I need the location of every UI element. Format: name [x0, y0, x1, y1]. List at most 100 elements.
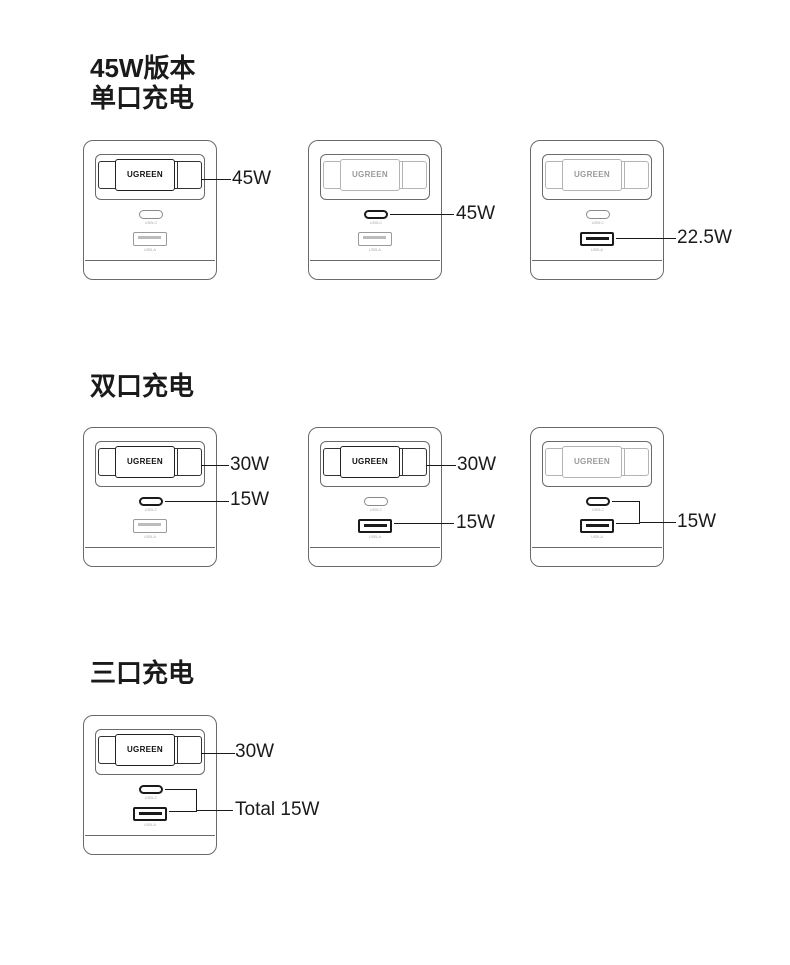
cable-divider: [624, 449, 625, 475]
usbc-bracket-top: [165, 789, 197, 790]
cable-brand-label: UGREEN: [562, 446, 622, 478]
title-45w-version: 45W版本: [90, 53, 196, 83]
usb-a-label: USB-A: [590, 534, 604, 539]
usb-a-label: USB-A: [143, 822, 157, 827]
usb-a-port: [358, 232, 392, 246]
usb-a-label: USB-A: [143, 534, 157, 539]
usbc-leader-line: [165, 501, 229, 502]
usb-a-port: [580, 519, 614, 533]
combined-power-label: 15W: [677, 511, 717, 532]
bracket-vertical: [639, 501, 640, 523]
built-in-cable: UGREEN: [98, 159, 202, 191]
usb-a-tongue: [586, 237, 609, 240]
usba-bracket-bottom: [616, 523, 640, 524]
usb-a-tongue: [138, 236, 161, 239]
charger-base-line: [85, 260, 215, 261]
combined-leader-line: [640, 522, 676, 523]
charger-base-line: [85, 835, 215, 836]
bracket-vertical: [196, 789, 197, 811]
built-in-cable-bay: UGREEN: [95, 154, 205, 200]
usb-c-port: [139, 497, 163, 506]
usb-a-tongue: [363, 236, 386, 239]
combined-leader-line: [197, 810, 233, 811]
charger-base-line: [532, 547, 662, 548]
usb-a-port: [133, 232, 167, 246]
built-in-cable-bay: UGREEN: [95, 441, 205, 487]
usb-a-tongue: [586, 524, 609, 527]
usb-a-tongue: [139, 812, 162, 815]
usb-c-port: [139, 210, 163, 219]
cable-leader-line: [201, 179, 231, 180]
usb-a-tongue: [138, 523, 161, 526]
built-in-cable: UGREEN: [323, 446, 427, 478]
usbc-power-label: 15W: [230, 489, 270, 510]
usb-a-tongue: [364, 524, 387, 527]
usba-leader-line: [616, 238, 676, 239]
cable-brand-label: UGREEN: [562, 159, 622, 191]
usb-c-label: USB-C: [369, 220, 383, 225]
charger-base-line: [310, 547, 440, 548]
charger-base-line: [85, 547, 215, 548]
usb-a-port: [580, 232, 614, 246]
built-in-cable-bay: UGREEN: [542, 441, 652, 487]
charger-base-line: [310, 260, 440, 261]
built-in-cable-bay: UGREEN: [320, 441, 430, 487]
usb-c-label: USB-C: [144, 507, 158, 512]
built-in-cable: UGREEN: [545, 446, 649, 478]
cable-divider: [402, 162, 403, 188]
usb-a-label: USB-A: [590, 247, 604, 252]
title-single-port-charging: 单口充电: [90, 83, 195, 113]
usb-a-port: [358, 519, 392, 533]
usb-c-port: [586, 497, 610, 506]
usba-leader-line: [394, 523, 454, 524]
cable-brand-label: UGREEN: [115, 734, 175, 766]
usba-power-label: 15W: [456, 512, 496, 533]
cable-leader-line: [426, 465, 456, 466]
built-in-cable: UGREEN: [545, 159, 649, 191]
usb-a-label: USB-A: [368, 247, 382, 252]
usb-c-label: USB-C: [591, 220, 605, 225]
usb-c-label: USB-C: [591, 507, 605, 512]
cable-brand-label: UGREEN: [115, 446, 175, 478]
built-in-cable-bay: UGREEN: [542, 154, 652, 200]
cable-brand-label: UGREEN: [340, 446, 400, 478]
cable-leader-line: [201, 465, 229, 466]
usb-c-port: [364, 497, 388, 506]
built-in-cable: UGREEN: [323, 159, 427, 191]
usb-c-label: USB-C: [144, 795, 158, 800]
cable-divider: [402, 449, 403, 475]
built-in-cable-bay: UGREEN: [320, 154, 430, 200]
cable-divider: [624, 162, 625, 188]
usb-c-label: USB-C: [144, 220, 158, 225]
cable-leader-line: [201, 753, 235, 754]
built-in-cable: UGREEN: [98, 734, 202, 766]
cable-brand-label: UGREEN: [340, 159, 400, 191]
usb-a-port: [133, 807, 167, 821]
cable-power-label: 30W: [235, 741, 275, 762]
cable-power-label: 45W: [232, 168, 272, 189]
title-triple-port-charging: 三口充电: [90, 658, 195, 688]
usb-a-label: USB-A: [143, 247, 157, 252]
usb-a-label: USB-A: [368, 534, 382, 539]
usba-bracket-bottom: [169, 811, 197, 812]
usbc-leader-line: [390, 214, 454, 215]
combined-power-label: Total 15W: [235, 799, 320, 820]
usb-c-port: [139, 785, 163, 794]
cable-divider: [177, 449, 178, 475]
usb-a-port: [133, 519, 167, 533]
cable-power-label: 30W: [230, 454, 270, 475]
usb-c-label: USB-C: [369, 507, 383, 512]
usb-c-port: [364, 210, 388, 219]
usba-power-label: 22.5W: [677, 227, 732, 248]
built-in-cable-bay: UGREEN: [95, 729, 205, 775]
charger-base-line: [532, 260, 662, 261]
cable-power-label: 30W: [457, 454, 497, 475]
cable-brand-label: UGREEN: [115, 159, 175, 191]
cable-divider: [177, 737, 178, 763]
built-in-cable: UGREEN: [98, 446, 202, 478]
usbc-power-label: 45W: [456, 203, 496, 224]
cable-divider: [177, 162, 178, 188]
usb-c-port: [586, 210, 610, 219]
title-dual-port-charging: 双口充电: [90, 371, 195, 401]
usbc-bracket-top: [612, 501, 640, 502]
